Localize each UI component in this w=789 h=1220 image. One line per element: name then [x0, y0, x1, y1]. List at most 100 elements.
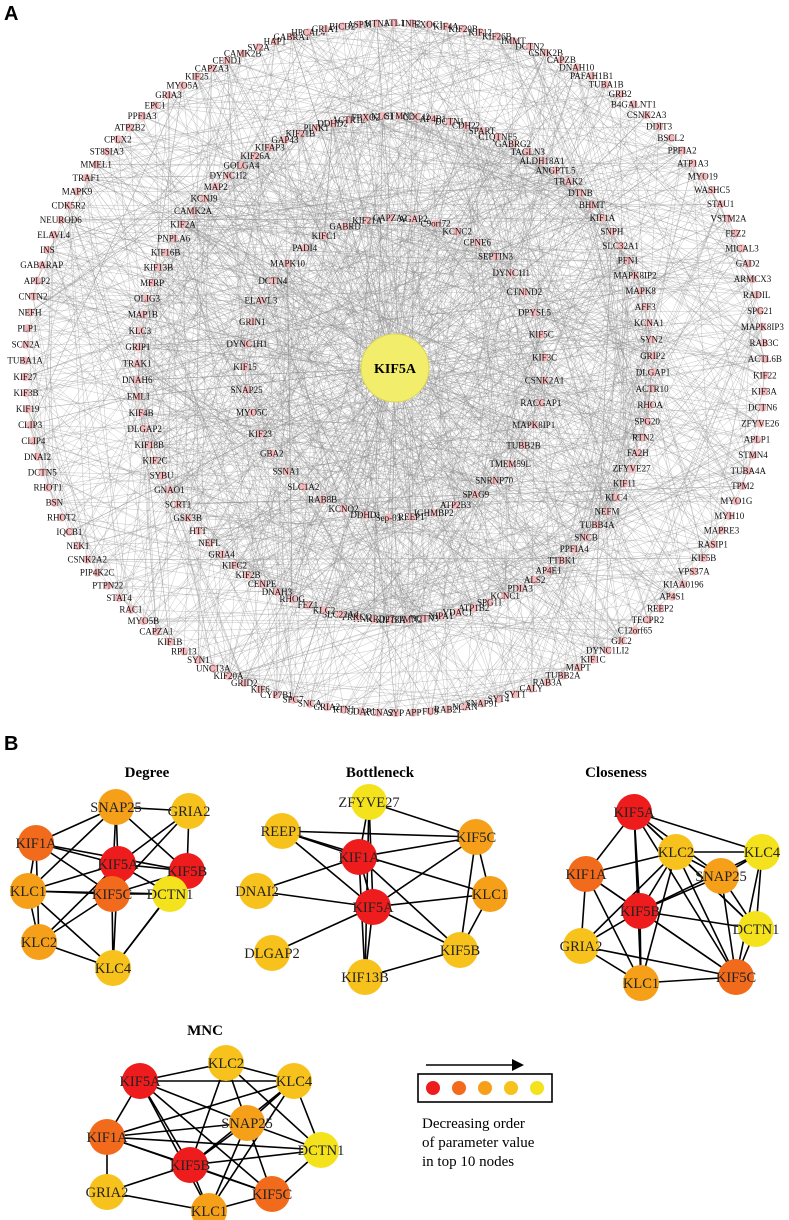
gene-label: Sep-03	[376, 513, 402, 523]
gene-label: TPM2	[731, 481, 754, 491]
gene-node: TUBA1A	[7, 356, 43, 366]
subnetwork-edge	[225, 1062, 322, 1151]
gene-label: ELAVL4	[37, 230, 70, 240]
gene-label: CSNK2A1	[525, 375, 565, 385]
gene-node: GOLGA4	[223, 160, 259, 170]
gene-node: SV2A	[247, 42, 270, 52]
gene-node: SLC22A4	[322, 609, 359, 619]
gene-node-marker	[505, 459, 515, 469]
subnetwork-edge	[364, 801, 370, 978]
gene-label: RPL13	[171, 646, 197, 656]
subnetwork-node-marker	[703, 858, 739, 894]
gene-label: VDAC1	[442, 607, 472, 617]
subnetwork-node: DCTN1	[733, 911, 779, 947]
gene-label: KIF1B	[157, 637, 182, 647]
gene-node-marker	[165, 486, 174, 495]
gene-node-marker	[473, 238, 482, 247]
gene-label: PRKCQ	[342, 612, 373, 622]
gene-label: VSTM2A	[711, 214, 748, 224]
panel-a-network: KTN1ATL1INF2EXOC1KIF4AKIF20BKIF12KIF26BI…	[7, 18, 784, 718]
gene-label: KIF20A	[214, 671, 245, 681]
gene-node-marker	[49, 230, 58, 240]
gene-node-marker	[328, 119, 337, 128]
subnetwork-node-label: KLC2	[21, 935, 57, 951]
gene-node: APLP1	[744, 434, 771, 444]
gene-label: ACTR10	[636, 384, 670, 394]
gene-node: CAPZA1	[139, 627, 173, 637]
gene-label: CSNK2B	[529, 48, 564, 58]
gene-node: ATP1B2	[458, 603, 489, 613]
gene-node: DLGAP1	[636, 367, 671, 377]
gene-node-marker	[760, 354, 770, 364]
subnetwork-edge	[139, 1080, 273, 1195]
subnetwork-node: KLC1	[472, 876, 508, 912]
subnetwork-node-marker	[100, 846, 136, 882]
gene-label: UNC13A	[196, 664, 231, 674]
gene-node-marker	[759, 338, 769, 348]
gene-node-marker	[724, 214, 733, 223]
gene-label: TUBB2A	[545, 670, 581, 680]
gene-node-marker	[23, 404, 32, 414]
gene-node: KIF3A	[751, 386, 777, 396]
gene-label: APLP2	[24, 276, 51, 286]
gene-node: KLC1	[371, 111, 394, 121]
gene-label: BHMT	[579, 200, 606, 210]
gene-node: DDHD1	[350, 510, 381, 520]
gene-node: SPG7	[283, 695, 305, 705]
subnetwork-title: Degree	[125, 765, 170, 781]
subnetwork-node-label: KLC4	[744, 845, 781, 861]
subnetwork-edge	[189, 1149, 322, 1166]
gene-node-marker	[134, 392, 143, 401]
gene-label: MMEL1	[80, 160, 112, 170]
gene-node-marker	[667, 592, 677, 601]
subnetwork-node: KLC2	[658, 834, 694, 870]
gene-label: RADIL	[743, 290, 771, 300]
gene-node-marker	[133, 375, 142, 385]
gene-node: RAB3A	[533, 677, 563, 687]
gene-label: SPART	[469, 126, 496, 136]
subnetwork-edge	[580, 945, 737, 978]
gene-node-marker	[303, 601, 313, 610]
gene-node-marker	[150, 101, 160, 110]
subnetwork-node-label: KLC2	[208, 1056, 244, 1072]
subnetwork-node-marker	[563, 928, 599, 964]
gene-label: AGAP2	[399, 214, 428, 224]
gene-label: HAP1	[264, 37, 287, 47]
gene-label: FEZ1	[298, 600, 319, 610]
gene-node-marker	[199, 194, 209, 203]
gene-node-marker	[641, 302, 650, 312]
gene-node-marker	[164, 90, 173, 100]
gene-label: RHOG	[279, 594, 305, 604]
gene-label: STMN3	[385, 111, 415, 121]
gene-label: IGHMBP2	[414, 508, 454, 518]
subnetwork-edge	[585, 873, 642, 984]
gene-label: TMEM59L	[489, 459, 531, 469]
gene-label: CENPE	[248, 579, 277, 589]
gene-node-marker	[125, 123, 134, 132]
gene-node: SCRT1	[165, 499, 191, 509]
gene-node: RADIL	[743, 290, 771, 300]
gene-node: CLIP3	[18, 420, 43, 430]
gene-node: CPNE6	[464, 238, 492, 248]
subnetwork-node: DCTN1	[298, 1132, 344, 1168]
gene-node: STAT4	[106, 593, 132, 603]
gene-node-marker	[25, 308, 35, 317]
gene-label: GJC2	[611, 636, 632, 646]
subnetwork-node-marker	[351, 784, 387, 820]
gene-node: KIF27	[13, 372, 37, 382]
gene-node-marker	[645, 400, 655, 410]
subnetwork-node: KIF1A	[86, 1119, 128, 1155]
gene-label: MFRP	[140, 278, 164, 288]
subnetwork-node-label: KIF5B	[170, 1158, 210, 1174]
subnetwork-node-marker	[229, 1105, 265, 1141]
subnetwork-node: KIF5A	[352, 889, 394, 925]
gene-label: DNAH3	[262, 587, 293, 597]
gene-node-marker	[707, 185, 717, 195]
gene-node: KIF3B	[13, 388, 38, 398]
gene-node: KIF6	[251, 684, 271, 694]
gene-node: SPG21	[747, 306, 773, 316]
gene-node-marker	[322, 702, 332, 712]
gene-label: KIF3C	[532, 352, 557, 362]
